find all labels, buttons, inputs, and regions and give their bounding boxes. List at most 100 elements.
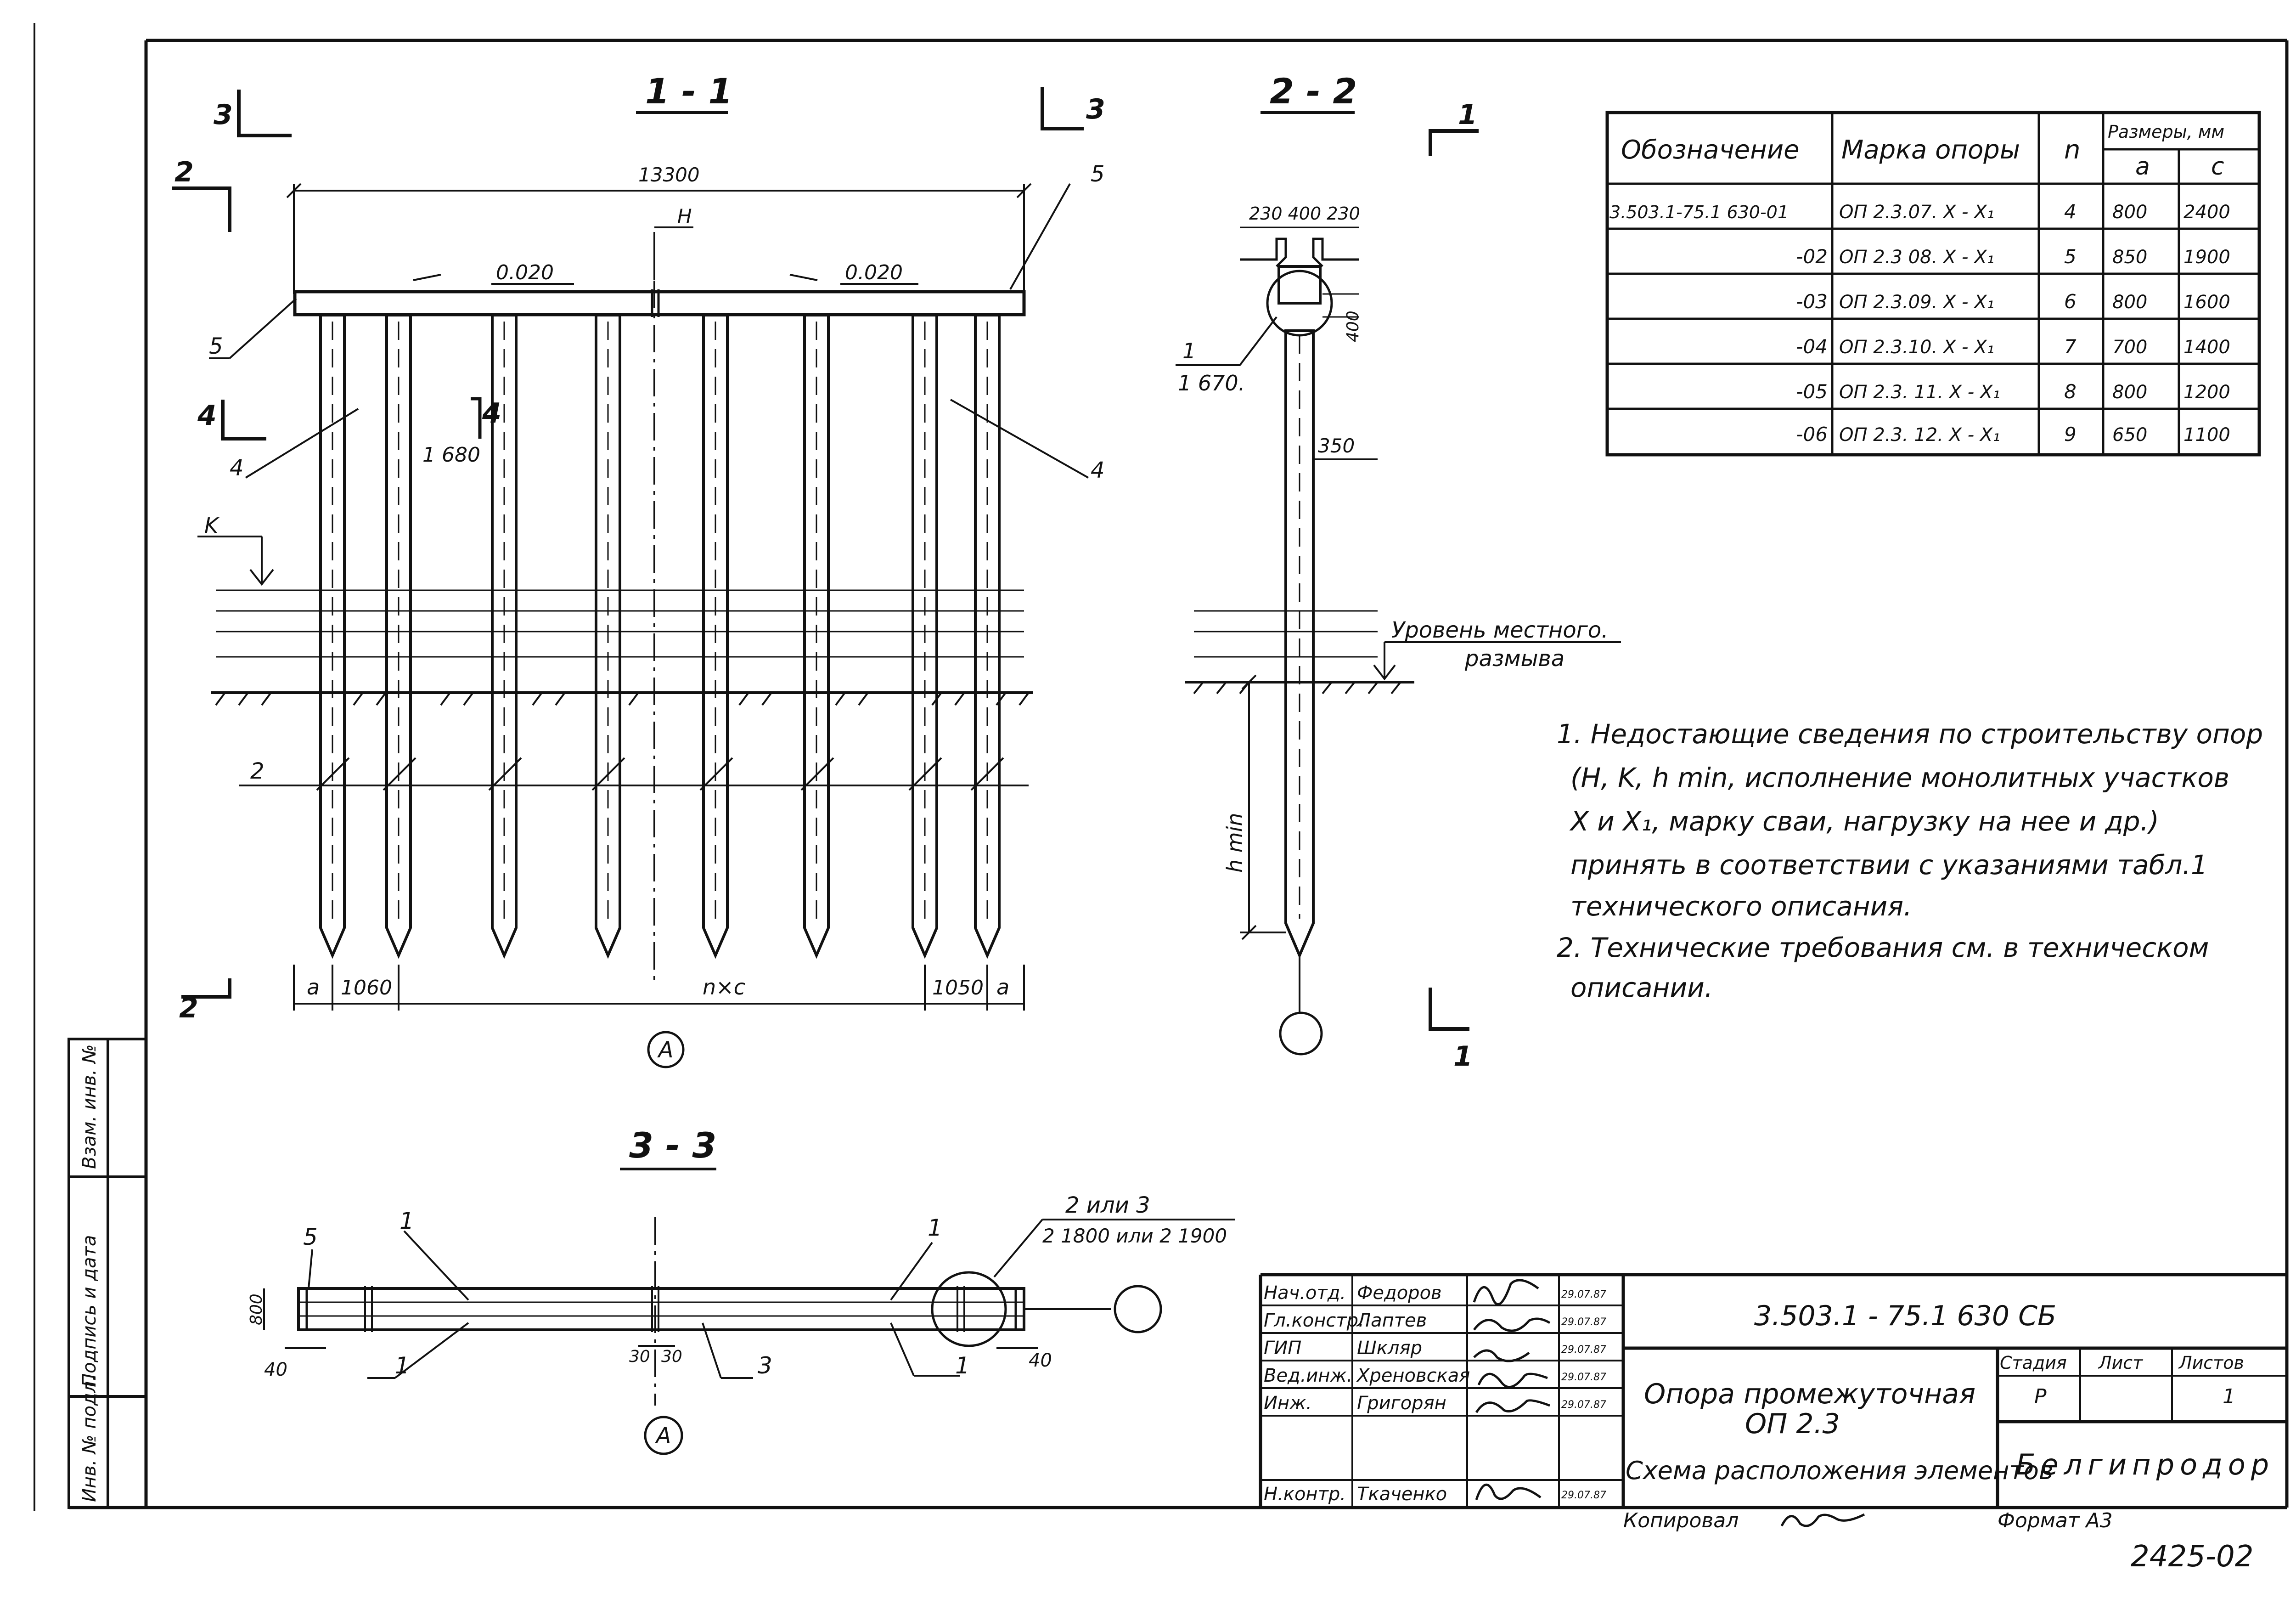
pile bbox=[974, 314, 1001, 959]
table-header-mark: Марка опоры bbox=[1841, 135, 2020, 165]
signer-row: Нач.отд. Федоров 29.07.87 bbox=[1264, 1282, 1606, 1304]
cell-n: 5 bbox=[2064, 245, 2077, 268]
piles bbox=[319, 314, 1001, 959]
pile bbox=[702, 314, 729, 959]
cell-a: 850 bbox=[2112, 247, 2147, 268]
cell-c: 2400 bbox=[2183, 202, 2230, 223]
dim-n-c: n×c bbox=[703, 975, 745, 1000]
cell-designation: -05 bbox=[1796, 380, 1828, 403]
cell-a: 650 bbox=[2112, 424, 2147, 446]
note-1-line: 1. Недостающие сведения по строительству… bbox=[1557, 718, 2263, 750]
callout-2-or-3: 2 или 3 bbox=[1065, 1192, 1150, 1218]
title-line-3: Схема расположения элементов bbox=[1626, 1456, 2054, 1485]
dim-1050: 1050 bbox=[932, 976, 984, 1000]
cell-n: 9 bbox=[2064, 423, 2077, 446]
cell-mark: ОП 2.3.07. X - X₁ bbox=[1839, 202, 1994, 223]
position-5: 5 bbox=[303, 1224, 318, 1250]
cell-designation: -04 bbox=[1796, 335, 1828, 358]
section-3-3: 3 - 3 800 40 40 30 30 bbox=[247, 1125, 1235, 1455]
dimension-13300: 13300 bbox=[638, 164, 700, 186]
pile bbox=[803, 314, 830, 959]
dim-30-left: 30 bbox=[629, 1347, 650, 1366]
pile bbox=[385, 314, 412, 959]
dim-a-right: a bbox=[996, 975, 1009, 1000]
section-2-2-title: 2 - 2 bbox=[1270, 71, 1357, 112]
cut-label: 4 bbox=[197, 400, 217, 432]
cut-label: 3 bbox=[1086, 93, 1105, 125]
format-label: Формат A3 bbox=[1998, 1509, 2113, 1532]
section-3-3-title: 3 - 3 bbox=[629, 1125, 716, 1166]
dimension-overall bbox=[286, 183, 1032, 294]
cell-n: 7 bbox=[2064, 335, 2077, 358]
pile bbox=[912, 314, 938, 959]
title-block: Нач.отд. Федоров 29.07.87 Гл.констр. Лап… bbox=[1259, 1273, 2287, 1574]
cell-c: 1900 bbox=[2183, 247, 2230, 268]
cell-mark: ОП 2.3 08. X - X₁ bbox=[1839, 247, 1994, 268]
top-dims: 230 400 230 bbox=[1249, 203, 1360, 224]
cell-designation: -03 bbox=[1796, 290, 1828, 313]
position-4-left: 4 bbox=[230, 455, 244, 481]
cell-c: 1600 bbox=[2183, 292, 2230, 313]
section-1-1-title: 1 - 1 bbox=[645, 71, 732, 112]
document-code: 3.503.1 - 75.1 630 СБ bbox=[1754, 1300, 2056, 1332]
signer-role: Гл.констр. bbox=[1264, 1310, 1364, 1331]
slope-left: 0.020 bbox=[496, 261, 554, 284]
position-1-top-right: 1 bbox=[928, 1214, 942, 1241]
stamp-inv-label: Инв. № подл. bbox=[79, 1375, 100, 1502]
dim-40-right: 40 bbox=[1029, 1350, 1052, 1371]
beam-plan bbox=[297, 1287, 1025, 1331]
cell-c: 1200 bbox=[2183, 382, 2230, 403]
signer-name: Ткаченко bbox=[1357, 1484, 1447, 1505]
notes: 1. Недостающие сведения по строительству… bbox=[1557, 718, 2263, 1003]
cell-mark: ОП 2.3.09. X - X₁ bbox=[1839, 292, 1994, 313]
stamp-sign-label: Подпись и дата bbox=[79, 1235, 100, 1387]
dimension-bottom bbox=[293, 965, 1025, 1011]
axis-label-a: A bbox=[657, 1037, 674, 1063]
dim-350: 350 bbox=[1318, 435, 1355, 457]
title-line-1: Опора промежуточная bbox=[1644, 1378, 1975, 1410]
table-header-c: c bbox=[2211, 153, 2224, 181]
pile-section bbox=[1284, 329, 1315, 959]
dim-a-left: a bbox=[307, 975, 320, 1000]
cut-label: 3 bbox=[214, 99, 233, 131]
position-5-right: 5 bbox=[1091, 161, 1105, 187]
stage-value: Р bbox=[2034, 1385, 2047, 1408]
cell-a: 800 bbox=[2112, 202, 2147, 223]
table-row: 3.503.1-75.1 630-01 ОП 2.3.07. X - X₁ 4 … bbox=[1609, 200, 2230, 223]
signer-name: Лаптев bbox=[1356, 1310, 1427, 1331]
signer-role: Н.контр. bbox=[1264, 1484, 1346, 1505]
pile-label-670: 1 670. bbox=[1178, 371, 1245, 395]
drawing-number: 2425-02 bbox=[2131, 1540, 2253, 1574]
note-2-line: 2. Технические требования см. в техничес… bbox=[1557, 932, 2209, 963]
signer-name: Григорян bbox=[1357, 1393, 1446, 1414]
note-2-line: описании. bbox=[1570, 972, 1713, 1003]
ground-hatch bbox=[215, 692, 1030, 706]
section-1-1: 1 - 1 3 3 2 2 4 4 bbox=[172, 71, 1105, 1068]
table-row: -04 ОП 2.3.10. X - X₁ 7 700 1400 bbox=[1796, 335, 2230, 358]
level-h-mark: H bbox=[677, 205, 692, 227]
position-1: 1 bbox=[1182, 339, 1196, 363]
sheet-frame bbox=[34, 23, 2289, 1511]
cell-n: 8 bbox=[2064, 380, 2077, 403]
signer-row: Инж. Григорян 29.07.87 bbox=[1264, 1393, 1606, 1414]
cut-mark-1-top: 1 bbox=[1429, 99, 1479, 156]
signer-date: 29.07.87 bbox=[1561, 1372, 1606, 1383]
dim-1060: 1060 bbox=[341, 976, 392, 1000]
title-line-2: ОП 2.3 bbox=[1745, 1408, 1840, 1440]
signer-role: ГИП bbox=[1264, 1338, 1301, 1359]
pile bbox=[319, 314, 346, 959]
copier-signature bbox=[1780, 1513, 1865, 1527]
cut-mark-3-right: 3 bbox=[1041, 87, 1105, 130]
pile-label-680: 1 680 bbox=[422, 443, 480, 467]
position-1-bottom-right: 1 bbox=[955, 1352, 970, 1379]
table-row: -02 ОП 2.3 08. X - X₁ 5 850 1900 bbox=[1796, 245, 2230, 268]
dim-h-min: h min bbox=[1222, 813, 1247, 873]
cut-label: 1 bbox=[1458, 99, 1477, 131]
dim-40-left: 40 bbox=[264, 1359, 287, 1380]
signer-role: Инж. bbox=[1264, 1393, 1312, 1414]
copied-by-label: Копировал bbox=[1623, 1509, 1739, 1532]
cut-label: 2 bbox=[174, 156, 194, 188]
table-header-a: a bbox=[2135, 153, 2150, 181]
marks-table: Обозначение Марка опоры n Размеры, мм a … bbox=[1605, 111, 2261, 457]
